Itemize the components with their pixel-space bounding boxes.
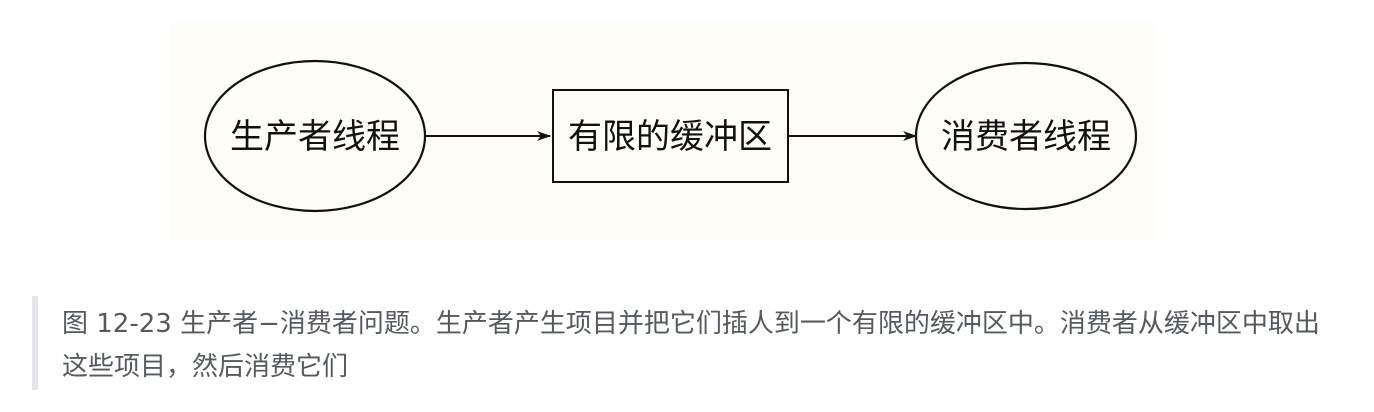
producer-thread-label: 生产者线程 (230, 117, 400, 157)
bounded-buffer-label: 有限的缓冲区 (568, 117, 772, 157)
figure-caption: 图 12-23 生产者−消费者问题。生产者产生项目并把它们插人到一个有限的缓冲区… (32, 296, 1342, 390)
producer-consumer-diagram: 生产者线程 有限的缓冲区 消费者线程 (170, 22, 1156, 240)
consumer-thread-node: 消费者线程 (914, 61, 1138, 211)
producer-thread-node: 生产者线程 (203, 59, 427, 213)
figure-caption-text: 图 12-23 生产者−消费者问题。生产者产生项目并把它们插人到一个有限的缓冲区… (62, 309, 1320, 382)
bounded-buffer-node: 有限的缓冲区 (552, 89, 789, 183)
diagram-canvas: 生产者线程 有限的缓冲区 消费者线程 (203, 59, 1138, 213)
consumer-thread-label: 消费者线程 (941, 117, 1111, 157)
